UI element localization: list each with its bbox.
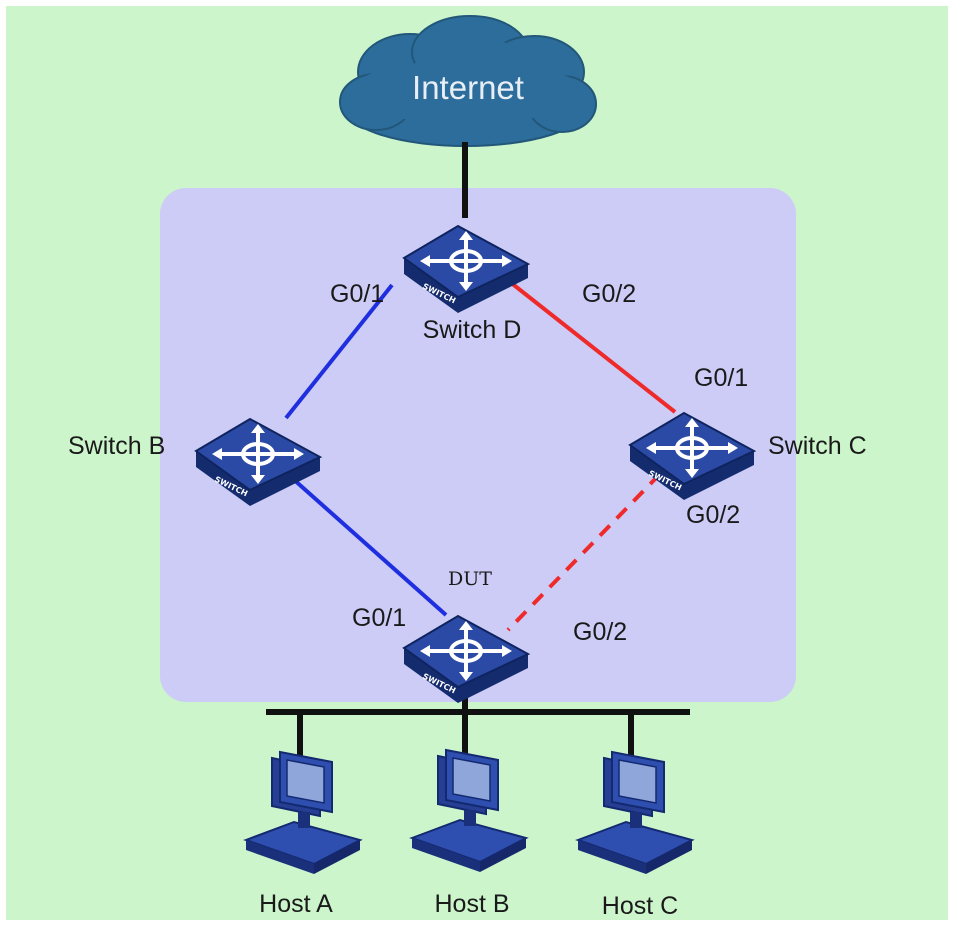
link-switch-c-dut (506, 472, 662, 632)
switch-c-port-g0-2: G0/2 (686, 501, 740, 529)
switch-d: Switch D G0/1 G0/2 (330, 224, 636, 344)
dut-port-g0-1: G0/1 (352, 604, 406, 632)
switch-c-label: Switch C (768, 432, 867, 460)
switch-b: Switch B (68, 417, 322, 508)
switch-d-label: Switch D (423, 316, 522, 344)
switch-d-port-g0-1: G0/1 (330, 280, 384, 308)
link-switch-d-switch-b (284, 283, 394, 420)
dut-port-g0-2: G0/2 (573, 618, 627, 646)
link-switch-b-dut (290, 476, 448, 617)
network-region (160, 188, 796, 702)
host-c-label: Host C (602, 892, 678, 920)
switch-c-port-g0-1: G0/1 (694, 364, 748, 392)
link-switch-d-switch-c (508, 280, 677, 414)
switch-c: Switch C G0/1 G0/2 (628, 364, 867, 529)
switch-d-port-g0-2: G0/2 (582, 280, 636, 308)
switch-b-label: Switch B (68, 432, 165, 460)
host-a-label: Host A (259, 890, 333, 918)
internet-label: Internet (412, 69, 524, 106)
internet-cloud: Internet (339, 15, 597, 147)
host-b-label: Host B (434, 890, 509, 918)
dut-label: DUT (448, 568, 492, 590)
switch-dut: DUT G0/1 G0/2 (352, 568, 627, 705)
host-c: Host C (577, 751, 693, 920)
host-b: Host B (411, 749, 527, 918)
host-a: Host A (245, 751, 361, 918)
